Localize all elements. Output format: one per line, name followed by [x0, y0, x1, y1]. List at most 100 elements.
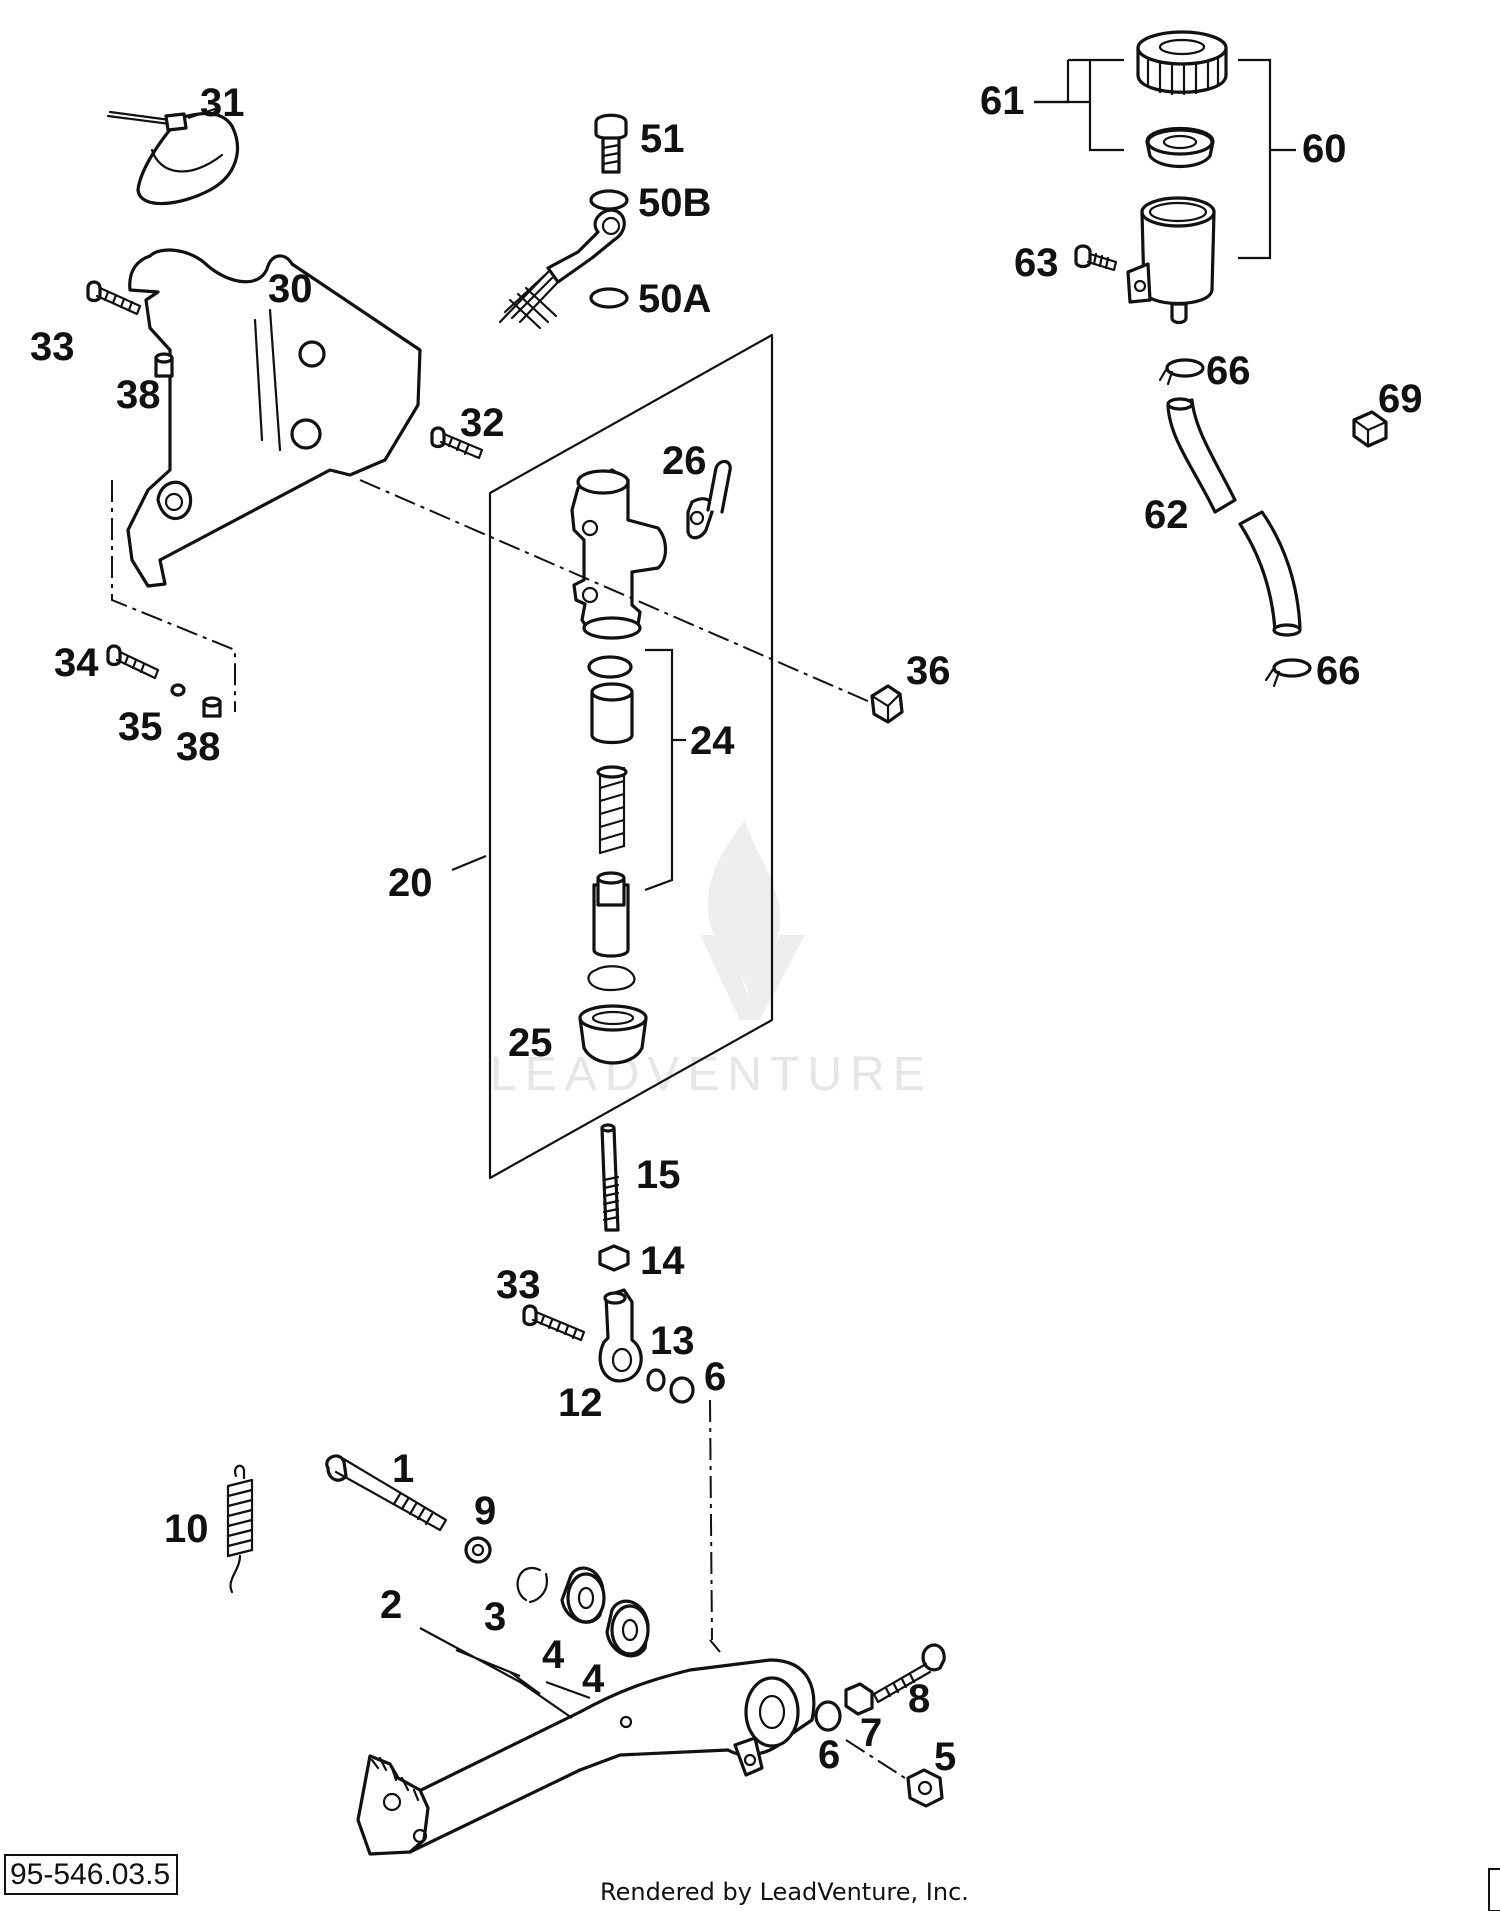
- hose-clamp-lower[interactable]: [1264, 658, 1312, 688]
- callout-26: 26: [662, 439, 707, 483]
- bracket-61: [1034, 58, 1124, 152]
- callout-61: 61: [980, 79, 1025, 123]
- callout-9: 9: [474, 1489, 496, 1533]
- piston[interactable]: [592, 871, 630, 958]
- fluid-reservoir[interactable]: [1126, 196, 1216, 325]
- watermark-logo: [700, 820, 805, 1020]
- callout-38-upper: 38: [116, 373, 161, 417]
- callout-50b: 50B: [638, 181, 711, 225]
- clevis-pin-line: [709, 1399, 713, 1641]
- reservoir-cap[interactable]: [1136, 30, 1228, 96]
- cable-tie[interactable]: [106, 110, 240, 206]
- washer-13[interactable]: [646, 1368, 666, 1392]
- diagram-code-label: 95-546.03.5: [4, 1854, 179, 1895]
- pedal-dash-link: [709, 1639, 721, 1653]
- washer-9-hole: [471, 1543, 485, 1557]
- callout-63: 63: [1014, 241, 1059, 285]
- callout-33-upper: 33: [30, 325, 75, 369]
- master-cylinder-assembly-outline: [488, 333, 774, 1180]
- callout-50a: 50A: [638, 277, 711, 321]
- callout-7: 7: [860, 1711, 882, 1755]
- master-cylinder-body[interactable]: [570, 468, 668, 640]
- nut-5-axis: [845, 1739, 909, 1781]
- reservoir-diaphragm[interactable]: [1145, 127, 1215, 168]
- callouts: 31 30 33 38 32 34 35 38 51 50B 50A 26 36…: [30, 79, 1423, 1779]
- heel-guard-mount-line: [111, 480, 236, 712]
- bolt-32[interactable]: [430, 426, 484, 460]
- retaining-circlip[interactable]: [587, 965, 636, 992]
- adjuster-bolt-8[interactable]: [872, 1643, 946, 1704]
- return-spring-10[interactable]: [226, 1464, 254, 1594]
- bolt-33-upper[interactable]: [86, 280, 142, 316]
- callout-32: 32: [460, 401, 505, 445]
- washer-35[interactable]: [170, 683, 186, 697]
- lock-nut-14[interactable]: [598, 1244, 630, 1272]
- pivot-bolt[interactable]: [325, 1454, 448, 1532]
- leader-31: [187, 106, 219, 120]
- callout-60: 60: [1302, 127, 1347, 171]
- circlip-3[interactable]: [516, 1566, 548, 1604]
- washer-6-lower[interactable]: [814, 1700, 842, 1732]
- elbow-fitting[interactable]: [686, 459, 732, 540]
- callout-6-upper: 6: [704, 1355, 726, 1399]
- callout-12: 12: [558, 1381, 603, 1425]
- callout-15: 15: [636, 1153, 681, 1197]
- callout-34: 34: [54, 641, 99, 685]
- callout-69: 69: [1378, 377, 1423, 421]
- callout-8: 8: [908, 1677, 930, 1721]
- brake-pedal[interactable]: [356, 1658, 816, 1856]
- piston-seal-ring[interactable]: [587, 655, 633, 679]
- mount-axis-line: [359, 479, 871, 703]
- bracket-60: [1238, 58, 1296, 260]
- piston-kit-bracket: [644, 648, 674, 892]
- spacer-38-upper[interactable]: [154, 352, 174, 378]
- washer-9[interactable]: [464, 1536, 492, 1564]
- pedal-parts-leaders: [419, 1627, 591, 1719]
- return-spring[interactable]: [596, 765, 628, 855]
- nut-5[interactable]: [906, 1768, 944, 1808]
- callout-4-a: 4: [542, 1633, 565, 1677]
- nut-69[interactable]: [1352, 410, 1388, 448]
- callout-24: 24: [690, 719, 735, 763]
- push-rod[interactable]: [600, 1123, 620, 1232]
- bolt-33-lower[interactable]: [522, 1304, 586, 1342]
- heel-guard[interactable]: [126, 248, 422, 588]
- spacer-38-lower[interactable]: [202, 696, 222, 718]
- callout-3: 3: [484, 1595, 506, 1639]
- bolt-34[interactable]: [106, 644, 160, 680]
- corner-frame-mark: [1488, 1868, 1500, 1911]
- callout-5: 5: [934, 1735, 956, 1779]
- callout-1: 1: [392, 1447, 414, 1491]
- callout-13: 13: [650, 1319, 695, 1363]
- bearing-4-outer[interactable]: [560, 1566, 606, 1624]
- callout-33-lower: 33: [496, 1263, 541, 1307]
- callout-2: 2: [380, 1583, 402, 1627]
- leader-20: [451, 854, 487, 872]
- clevis-12[interactable]: [598, 1288, 643, 1383]
- callout-30: 30: [268, 267, 313, 311]
- dust-boot[interactable]: [578, 1004, 648, 1065]
- bearing-4-inner[interactable]: [605, 1599, 650, 1658]
- breather-hose[interactable]: [1166, 397, 1302, 637]
- nut-36[interactable]: [870, 684, 904, 724]
- callout-6-lower: 6: [818, 1733, 840, 1777]
- callout-10: 10: [164, 1507, 209, 1551]
- callout-31: 31: [200, 81, 245, 125]
- banjo-hose-fitting[interactable]: [498, 208, 626, 330]
- washer-6-upper[interactable]: [669, 1376, 695, 1404]
- nut-7[interactable]: [844, 1682, 874, 1716]
- callout-38-lower: 38: [176, 725, 221, 769]
- callout-36: 36: [906, 649, 951, 693]
- hose-clamp-upper[interactable]: [1158, 358, 1205, 386]
- callout-66-lower: 66: [1316, 649, 1361, 693]
- washer-50a[interactable]: [589, 287, 629, 309]
- render-credit: Rendered by LeadVenture, Inc.: [600, 1878, 969, 1906]
- piston-sleeve[interactable]: [590, 682, 634, 745]
- banjo-bolt[interactable]: [594, 113, 628, 174]
- reservoir-screw[interactable]: [1074, 244, 1118, 272]
- callout-62: 62: [1144, 493, 1189, 537]
- washer-50b[interactable]: [589, 189, 629, 211]
- callout-20: 20: [388, 861, 433, 905]
